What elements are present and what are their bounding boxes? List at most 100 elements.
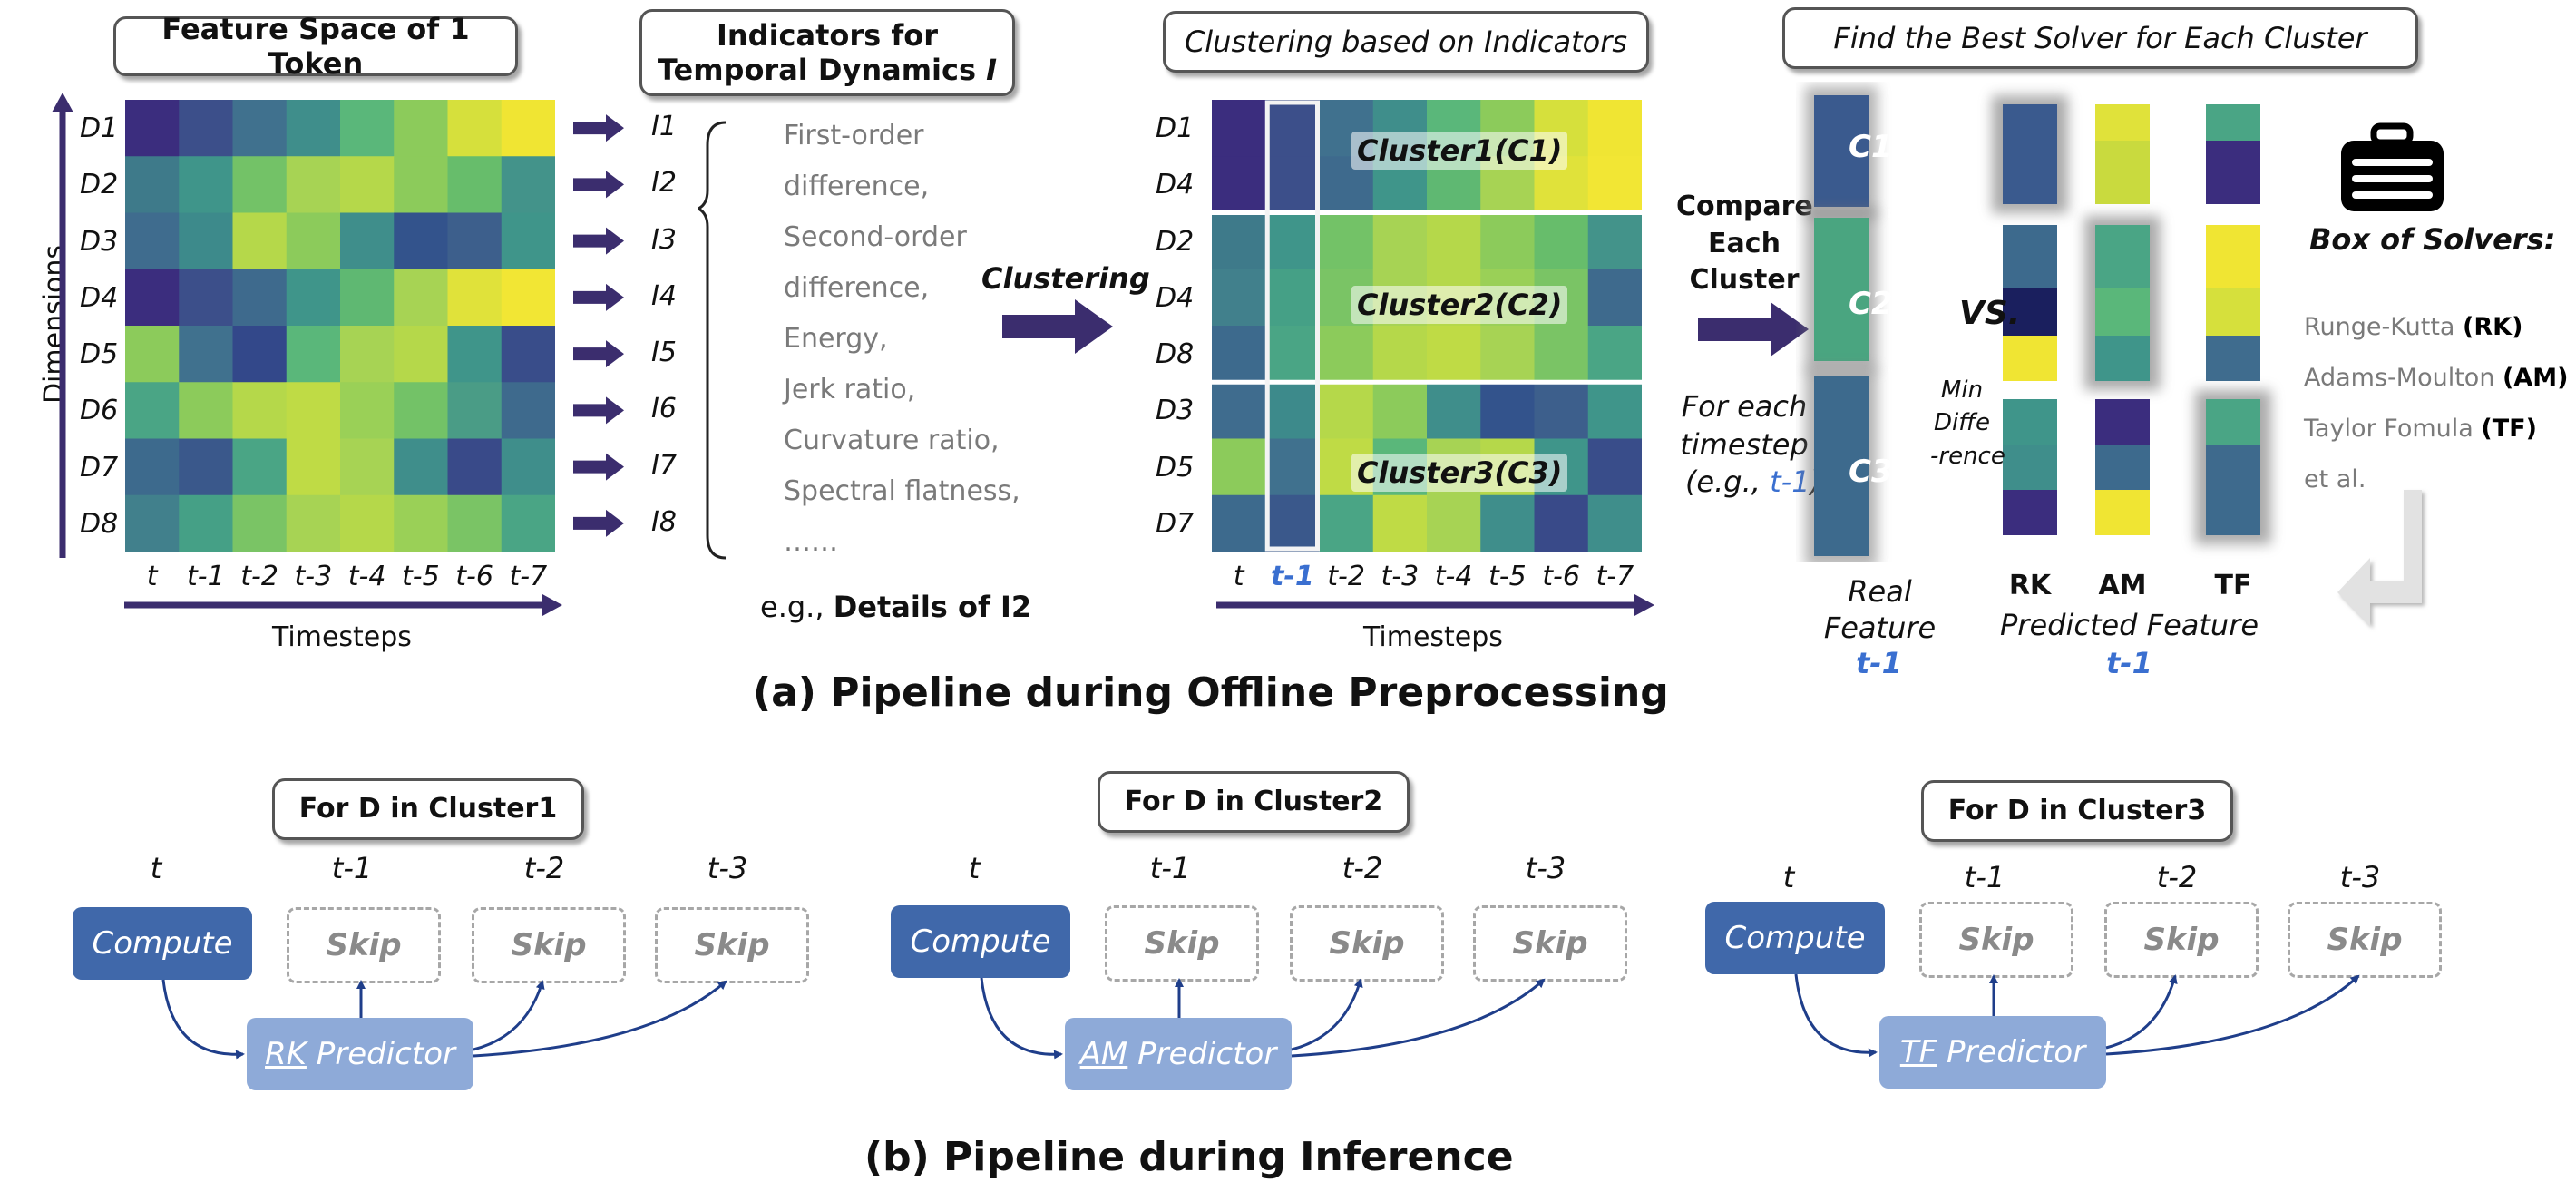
timestep-label: t-3 xyxy=(1525,851,1566,885)
heatmap-cell xyxy=(286,382,341,439)
predictor-to-skip-arrow xyxy=(2105,974,2360,1056)
clustered-cell xyxy=(1587,100,1642,157)
clustered-cell xyxy=(1427,494,1481,552)
compute-to-predictor-arrow xyxy=(161,979,245,1060)
heatmap-cell xyxy=(394,156,448,213)
clustered-cell xyxy=(1265,438,1320,496)
clustered-cell xyxy=(1212,212,1266,270)
predicted-feature-cell xyxy=(2206,490,2260,535)
clustered-cell xyxy=(1212,494,1266,552)
solver-item: Adams-Moulton (AM) xyxy=(2304,364,2568,392)
heatmap-cell xyxy=(286,326,341,383)
heatmap-cell xyxy=(340,156,395,213)
clustered-cell xyxy=(1587,156,1642,213)
real-feature-block xyxy=(1805,209,1878,372)
indicator-example: e.g., Details of I2 xyxy=(760,590,1032,624)
clustered-cell xyxy=(1427,326,1481,383)
return-arrow xyxy=(2337,490,2422,626)
predictor-box: RK Predictor xyxy=(247,1018,473,1090)
indicator-detail: Energy, xyxy=(784,323,888,355)
col-label: t-6 xyxy=(455,561,493,592)
dimensions-axis-arrow xyxy=(52,93,73,558)
timestep-label: t xyxy=(968,851,981,885)
skip-step: Skip xyxy=(2288,902,2442,978)
predicted-feature-cell xyxy=(2003,104,2057,141)
compute-button: Compute xyxy=(891,905,1070,978)
real-feature-tag: C1 xyxy=(1849,129,1893,165)
clustered-cell xyxy=(1265,494,1320,552)
clustering-title: Clustering based on Indicators xyxy=(1163,11,1649,73)
heatmap-cell xyxy=(447,156,503,213)
indicator-label: I5 xyxy=(651,337,677,368)
predicted-feature-cell xyxy=(2095,104,2150,141)
indicator-detail: difference, xyxy=(784,272,930,304)
row-label: D7 xyxy=(80,451,119,484)
predicted-feature-cell xyxy=(2095,225,2150,288)
predicted-feature-cell xyxy=(2095,445,2150,490)
solver-abbr: (AM) xyxy=(2503,364,2569,392)
indicator-arrow xyxy=(573,453,624,481)
heatmap-cell xyxy=(340,100,395,157)
clustered-cell xyxy=(1212,438,1266,496)
row-label: D6 xyxy=(80,395,119,427)
clustered-cell xyxy=(1265,382,1320,439)
row-label: D3 xyxy=(80,225,119,258)
solver-item: Taylor Fomula (TF) xyxy=(2304,415,2537,443)
predictor-suffix: Predictor xyxy=(1937,1034,2086,1070)
heatmap-cell xyxy=(340,212,395,270)
clustered-cell xyxy=(1534,212,1589,270)
predicted-feature-label: Predicted Feature xyxy=(2000,608,2259,642)
cluster-group-title: For D in Cluster3 xyxy=(1921,780,2233,842)
clustered-cell xyxy=(1587,326,1642,383)
heatmap-cell xyxy=(232,156,288,213)
heatmap-cell xyxy=(125,156,180,213)
heatmap-cell xyxy=(447,438,503,496)
clustered-cell xyxy=(1212,326,1266,383)
indicator-arrow xyxy=(573,283,624,311)
predicted-feature-cell xyxy=(2095,288,2150,336)
clustered-cell xyxy=(1534,494,1589,552)
min-diff-line: Diffe xyxy=(1933,409,1990,437)
compute-button: Compute xyxy=(73,907,252,980)
vs-label: VS. xyxy=(1959,295,2021,332)
timestep-label: t xyxy=(150,851,162,885)
heatmap-cell xyxy=(232,100,288,157)
real-feature-line: Feature xyxy=(1823,611,1937,645)
heatmap-cell xyxy=(447,100,503,157)
heatmap-cell xyxy=(394,438,448,496)
inference-arrows xyxy=(161,973,2360,1060)
heatmap-cell xyxy=(232,382,288,439)
heatmap-cell xyxy=(125,326,180,383)
clustered-cell xyxy=(1212,382,1266,439)
heatmap-cell xyxy=(340,326,395,383)
timestep-label: t-1 xyxy=(1149,851,1191,885)
indicator-detail: difference, xyxy=(784,171,930,202)
heatmap-cell xyxy=(447,212,503,270)
solver-column-label: RK xyxy=(2008,570,2052,601)
highlight-column xyxy=(1264,100,1320,552)
heatmap-cell xyxy=(501,438,555,496)
predicted-feature-cell xyxy=(2003,399,2057,445)
col-label: t-5 xyxy=(402,561,440,592)
timestep-label: t-2 xyxy=(1342,851,1383,885)
clustered-cell xyxy=(1319,212,1374,270)
heatmap-cell xyxy=(286,494,341,552)
predictor-suffix: Predictor xyxy=(1127,1036,1277,1072)
row-label: D3 xyxy=(1156,395,1195,427)
predictor-to-skip-arrow xyxy=(473,980,545,1051)
heatmap-cell xyxy=(501,382,555,439)
skip-step: Skip xyxy=(655,907,809,983)
real-feature-line: Real xyxy=(1848,574,1912,609)
predictor-to-skip-arrow xyxy=(1291,978,1363,1051)
predicted-feature-cell xyxy=(2095,399,2150,445)
predicted-feature-cell xyxy=(2003,288,2057,336)
timesteps-axis-label-b: Timesteps xyxy=(1363,621,1503,653)
predicted-feature-cell xyxy=(2003,141,2057,204)
clustered-cell xyxy=(1265,156,1320,213)
predicted-feature-cell xyxy=(2206,141,2260,204)
heatmap-cell xyxy=(447,494,503,552)
solver-title: Find the Best Solver for Each Cluster xyxy=(1782,7,2418,69)
heatmap-cell xyxy=(447,269,503,327)
heatmap-cell xyxy=(232,212,288,270)
